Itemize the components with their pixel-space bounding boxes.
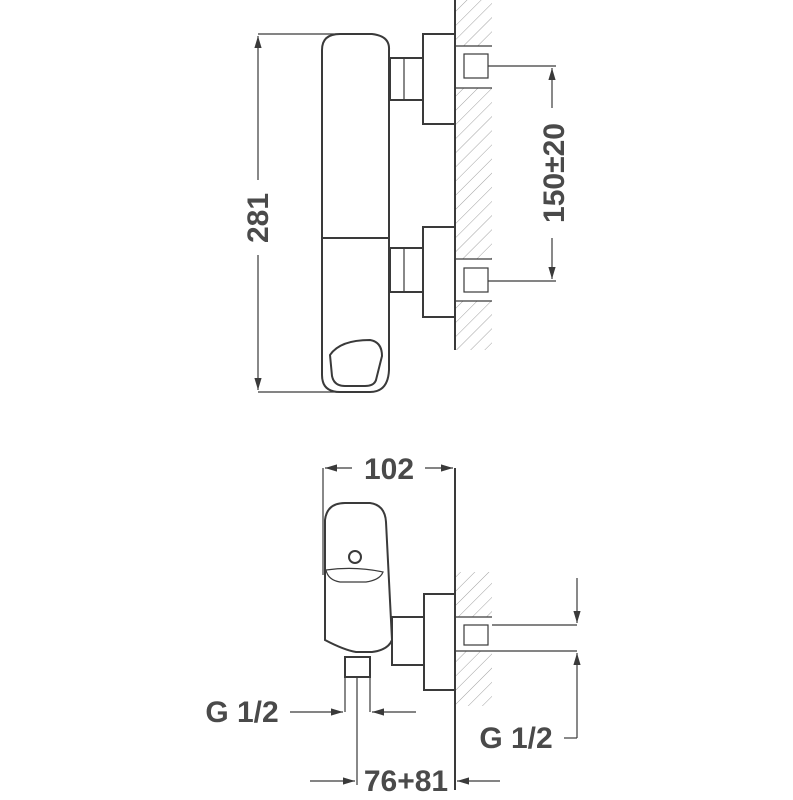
mixer-body-top — [324, 502, 394, 653]
side-view: 281 150±20 — [242, 0, 571, 393]
depth-dimension-label: 102 — [364, 453, 414, 486]
outlet-thread-label: G 1/2 — [205, 696, 278, 729]
flange-lower — [422, 226, 456, 318]
flange — [423, 593, 456, 691]
height-dimension-label: 281 — [242, 193, 275, 243]
outlet-nut — [344, 656, 371, 678]
flange-upper — [422, 33, 456, 125]
inlet-thread-label: G 1/2 — [479, 722, 552, 755]
top-view: 102 G 1/2 G 1/2 76+81 — [205, 453, 581, 798]
mixer-body — [321, 33, 391, 393]
inlet-spacing-dimension-label: 150±20 — [538, 123, 571, 223]
inlet-fitting — [463, 624, 489, 646]
nut — [391, 616, 425, 666]
nut-upper — [389, 57, 424, 101]
handle-top — [325, 567, 384, 583]
center-distance-dimension-label: 76+81 — [364, 765, 448, 798]
nut-lower — [389, 247, 424, 293]
handle-outline — [328, 338, 384, 387]
button-dot — [348, 550, 362, 564]
inlet-fitting-lower — [463, 267, 489, 293]
